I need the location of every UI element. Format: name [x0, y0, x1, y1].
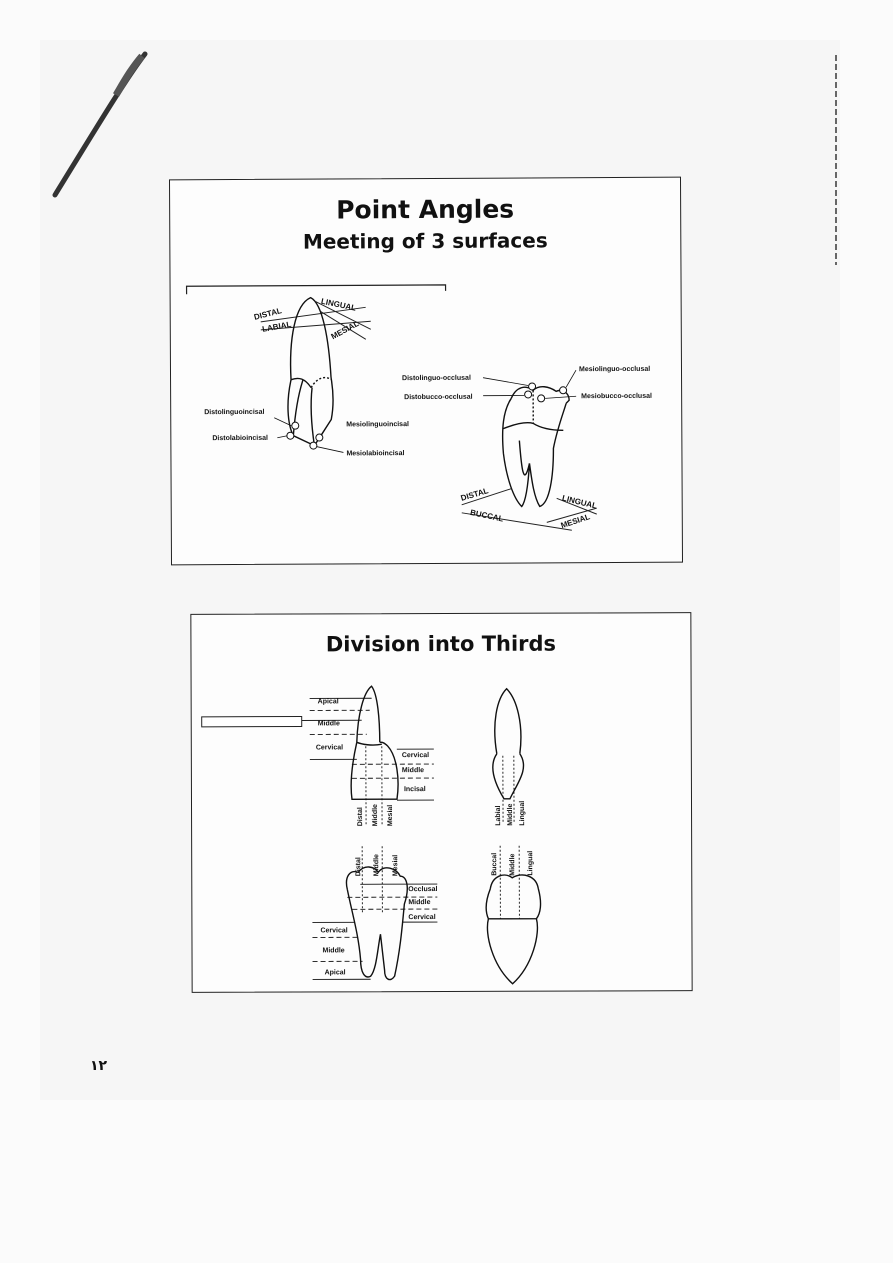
- slide-point-angles: Point Angles Meeting of 3 surfaces DISTA…: [168, 176, 684, 566]
- incisor-facial-outline: [350, 685, 399, 801]
- posterior-leader-lines: [482, 370, 577, 399]
- incisor-facial-third-lines: [309, 697, 434, 827]
- label-molar-root-middle: Middle: [323, 947, 345, 954]
- point-distobucco-occlusal: [524, 390, 533, 399]
- label-distolinguoincisal: Distolinguoincisal: [204, 409, 264, 416]
- label-lingual: Lingual: [519, 801, 526, 826]
- thirds-figure: Apical Middle Cervical Cervical Middle I…: [201, 685, 542, 985]
- anterior-point-circles: [286, 421, 324, 450]
- label-crown-middle: Middle: [402, 767, 424, 774]
- label-lingual: LINGUAL: [320, 297, 357, 313]
- incisor-proximal-third-lines: [502, 755, 515, 824]
- label-occlusal: Occlusal: [408, 886, 437, 893]
- label-apical: Apical: [318, 698, 339, 705]
- scan-edge-mark: [835, 55, 837, 265]
- molar-outline: [501, 386, 570, 508]
- label-molar-mesial: Mesial: [392, 855, 399, 876]
- label-molar-crown-cervical: Cervical: [408, 914, 435, 921]
- label-posterior-buccal: BUCCAL: [469, 508, 504, 524]
- label-mesiobucco-occlusal: Mesiobucco-occlusal: [581, 393, 652, 400]
- label-middle: Middle: [318, 720, 340, 727]
- label-mesiolinguoincisal: Mesiolinguoincisal: [346, 421, 409, 428]
- label-posterior-lingual: LINGUAL: [561, 493, 598, 510]
- label-posterior-mesial: MESIAL: [560, 512, 592, 530]
- label-mesiolinguo-occlusal: Mesiolinguo-occlusal: [579, 366, 650, 373]
- label-labial: Labial: [495, 806, 502, 826]
- label-distolabioincisal: Distolabioincisal: [212, 435, 268, 442]
- point-distolinguoincisal: [291, 421, 300, 430]
- label-molar-lingual: Lingual: [527, 851, 534, 876]
- label-incisal: Incisal: [404, 786, 426, 793]
- posterior-orientation-planes: [461, 488, 597, 531]
- molar-facial-outline: [345, 866, 408, 981]
- posterior-point-circles: [524, 382, 568, 403]
- label-mesial: Mesial: [387, 805, 394, 826]
- label-distobucco-occlusal: Distobucco-occlusal: [404, 394, 473, 401]
- label-middle-vertical: Middle: [372, 804, 379, 826]
- point-mesiobucco-occlusal: [537, 394, 546, 403]
- molar-facial-third-lines: [312, 846, 438, 980]
- point-mesiolabioincisal: [309, 441, 318, 450]
- slide-division-into-thirds: Division into Thirds Apical Middle Cervi…: [190, 612, 693, 993]
- anterior-orientation-planes: [260, 301, 372, 340]
- molar-proximal-outline: [485, 874, 542, 985]
- page-number: ١٢: [90, 1058, 108, 1074]
- incisor-proximal-outline: [492, 687, 525, 800]
- point-mesiolinguo-occlusal: [559, 386, 568, 395]
- label-mesiolabioincisal: Mesiolabioincisal: [346, 450, 404, 457]
- label-molar-root-cervical: Cervical: [320, 927, 347, 934]
- label-middle-labiolingual: Middle: [507, 803, 514, 825]
- label-labial: LABIAL: [262, 320, 293, 334]
- molar-proximal-third-lines: [499, 845, 520, 919]
- label-molar-bl-middle: Middle: [509, 853, 516, 875]
- point-distolinguo-occlusal: [528, 382, 537, 391]
- point-mesiolinguoincisal: [315, 433, 324, 442]
- label-distolinguo-occlusal: Distolinguo-occlusal: [402, 375, 471, 382]
- label-crown-cervical: Cervical: [402, 752, 429, 759]
- point-distolabioincisal: [286, 431, 295, 440]
- label-cervical: Cervical: [316, 744, 343, 751]
- label-molar-distal: Distal: [355, 857, 362, 876]
- pen-stroke-mark: [52, 51, 148, 198]
- bracket-line: [185, 284, 447, 295]
- label-molar-crown-middle: Middle: [408, 899, 430, 906]
- label-mesial: MESIAL: [330, 319, 361, 341]
- label-molar-root-apical: Apical: [325, 969, 346, 976]
- label-buccal: Buccal: [491, 853, 498, 876]
- highlight-bar: [201, 715, 303, 728]
- label-molar-middle: Middle: [373, 854, 380, 876]
- incisor-outline: [287, 296, 334, 447]
- anterior-leader-lines: [274, 417, 344, 453]
- label-distal: Distal: [357, 807, 364, 826]
- point-angles-figure: DISTAL LINGUAL LABIAL MESIAL Distolinguo…: [185, 284, 652, 531]
